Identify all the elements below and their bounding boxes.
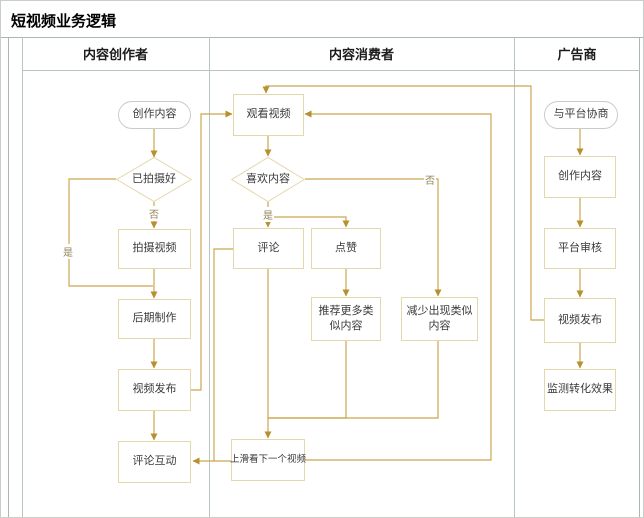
node-consumer-watch[interactable]: 观看视频 — [233, 94, 304, 136]
node-creator-post-production[interactable]: 后期制作 — [118, 299, 191, 339]
node-creator-filmed-decision[interactable]: 已拍摄好 — [116, 157, 192, 202]
node-consumer-like-decision[interactable]: 喜欢内容 — [231, 157, 305, 202]
edge-publish-to-watch — [191, 110, 233, 391]
edge-label-creator-yes: 是 — [62, 244, 74, 259]
lane-header-creator: 内容创作者 — [82, 47, 148, 62]
node-consumer-reduce-similar[interactable]: 减少出现类似内容 — [401, 297, 478, 341]
lane-header-consumer: 内容消费者 — [328, 47, 394, 62]
edge-comment-to-interact — [192, 248, 233, 465]
node-consumer-swipe-next[interactable]: 上滑看下一个视频 — [230, 439, 306, 481]
edge-label-consumer-no: 否 — [424, 172, 436, 187]
pool-label-strip-divider — [22, 37, 23, 517]
node-ad-negotiate[interactable]: 与平台协商 — [544, 101, 618, 129]
edge-label-creator-no: 否 — [148, 206, 160, 221]
pool-right-border — [639, 37, 640, 517]
lane-header-bottom-border — [22, 70, 640, 71]
title-separator — [1, 37, 643, 38]
node-ad-monitor-conversion[interactable]: 监测转化效果 — [544, 369, 616, 411]
node-ad-create-content[interactable]: 创作内容 — [544, 156, 616, 198]
diamond-shape — [116, 157, 192, 202]
lane-divider-consumer-advertiser — [514, 37, 515, 517]
lane-divider-creator-consumer — [209, 37, 210, 517]
lane-header-advertiser: 广告商 — [557, 47, 597, 62]
node-consumer-recommend-more[interactable]: 推荐更多类似内容 — [311, 297, 381, 341]
node-consumer-upvote[interactable]: 点赞 — [311, 228, 381, 269]
node-creator-film[interactable]: 拍摄视频 — [118, 229, 191, 269]
node-consumer-comment[interactable]: 评论 — [233, 228, 304, 269]
node-creator-comment-interact[interactable]: 评论互动 — [118, 441, 191, 483]
node-ad-platform-review[interactable]: 平台审核 — [544, 228, 616, 269]
node-ad-video-publish[interactable]: 视频发布 — [544, 298, 616, 343]
node-creator-start[interactable]: 创作内容 — [118, 101, 191, 129]
edge-like-yes-to-upvote — [268, 216, 350, 228]
edge-label-consumer-yes: 是 — [262, 207, 274, 222]
edge-reduce-merge — [268, 341, 439, 419]
edge-next-loop-to-watch — [304, 110, 492, 461]
pool-left-border — [8, 37, 9, 517]
diagram-title: 短视频业务逻辑 — [11, 13, 117, 30]
edge-recommend-merge — [268, 341, 347, 419]
diamond-shape — [231, 157, 305, 202]
node-creator-publish[interactable]: 视频发布 — [118, 369, 191, 411]
edge-ad-publish-to-watch — [262, 85, 544, 321]
